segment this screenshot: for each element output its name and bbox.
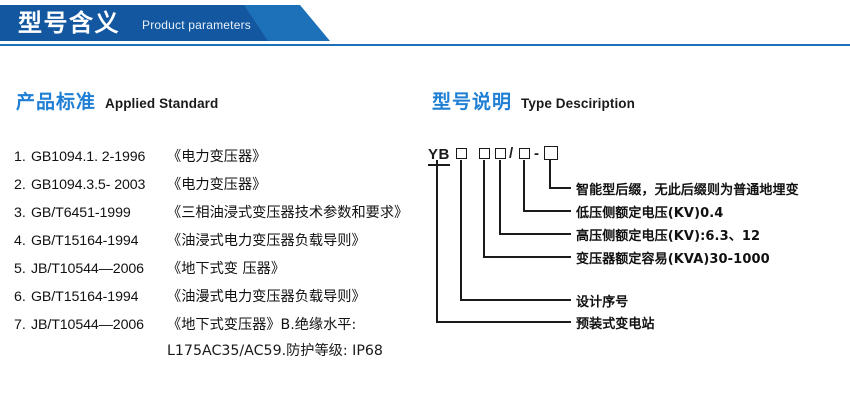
leader-hline-design-serial	[460, 299, 571, 301]
type-label-rated-capacity: 变压器额定容易(KVA)30-1000	[576, 252, 770, 267]
standard-list-item: 6. GB/T15164-1994 《油漫式电力变压器负载导则》	[14, 286, 444, 314]
model-code-slash: /	[509, 145, 514, 162]
standard-title: 《油浸式电力变压器负载导则》	[167, 233, 366, 249]
section-heading-type-en: Type Desciription	[521, 96, 635, 111]
model-code-prefix: YB	[428, 146, 450, 166]
section-heading-standard-en: Applied Standard	[105, 96, 219, 111]
leader-vline-prefab-substation	[436, 160, 438, 323]
leader-vline-lv-voltage	[523, 160, 525, 212]
leader-hline-smart-suffix	[549, 187, 571, 189]
standard-index: 1.	[14, 149, 26, 165]
standard-index: 5.	[14, 261, 26, 277]
model-code-box-4	[519, 148, 530, 159]
standard-code: GB/T15164-1994	[31, 289, 139, 305]
applied-standards-list: 1. GB1094.1. 2-1996 《电力变压器》 2. GB1094.3.…	[14, 146, 444, 342]
section-heading-applied-standard: 产品标准 Applied Standard	[16, 87, 218, 114]
leader-vline-design-serial	[460, 160, 462, 301]
model-code-diagram: YB / - 智能型后缀，无此后缀则为普通地埋变 低压侧额定电压(KV)0.4 …	[424, 140, 850, 340]
standard-title: 《地下式变 压器》	[167, 261, 286, 277]
standard-title: 《地下式变压器》B.绝缘水平:	[167, 317, 357, 333]
header-title-english: Product parameters	[142, 18, 251, 32]
standard-code: JB/T10544—2006	[31, 261, 144, 277]
standard-title: 《电力变压器》	[167, 149, 267, 165]
section-heading-type-cn: 型号说明	[432, 91, 513, 113]
type-label-prefab-substation: 预装式变电站	[576, 317, 655, 332]
standard-index: 7.	[14, 317, 26, 333]
type-label-design-serial: 设计序号	[576, 295, 629, 310]
leader-vline-rated-capacity	[483, 160, 485, 258]
header-underline-rule	[0, 44, 850, 46]
standard-title: 《电力变压器》	[167, 177, 267, 193]
standard-index: 6.	[14, 289, 26, 305]
standard-index: 4.	[14, 233, 26, 249]
standard-list-item: 2. GB1094.3.5- 2003 《电力变压器》	[14, 174, 444, 202]
section-heading-standard-cn: 产品标准	[16, 91, 97, 113]
standard-list-item: 7. JB/T10544—2006 《地下式变压器》B.绝缘水平:	[14, 314, 444, 342]
type-label-smart-suffix: 智能型后缀，无此后缀则为普通地埋变	[576, 183, 799, 198]
header-dark-block	[0, 5, 268, 41]
standard-code: GB1094.1. 2-1996	[31, 149, 146, 165]
standard-code: GB/T6451-1999	[31, 205, 131, 221]
standard-title: 《油漫式电力变压器负载导则》	[167, 289, 366, 305]
header-title-chinese: 型号含义	[18, 9, 120, 37]
leader-hline-lv-voltage	[523, 210, 571, 212]
standard-code: JB/T10544—2006	[31, 317, 144, 333]
standard-code: GB1094.3.5- 2003	[31, 177, 146, 193]
standard-title-continuation: L175AC35/AC59.防护等级: IP68	[167, 343, 383, 359]
leader-hline-prefab-substation	[436, 321, 571, 323]
standard-list-item: 5. JB/T10544—2006 《地下式变 压器》	[14, 258, 444, 286]
model-code-box-3	[495, 148, 506, 159]
model-code-box-1	[456, 148, 467, 159]
type-label-hv-rated-voltage: 高压侧额定电压(KV):6.3、12	[576, 229, 761, 244]
standard-list-item: 4. GB/T15164-1994 《油浸式电力变压器负载导则》	[14, 230, 444, 258]
model-code-box-2	[479, 148, 490, 159]
standard-title: 《三相油浸式变压器技术参数和要求》	[167, 205, 409, 221]
section-heading-type-description: 型号说明 Type Desciription	[432, 87, 635, 114]
leader-vline-hv-voltage	[499, 160, 501, 235]
leader-vline-smart-suffix	[549, 160, 551, 189]
standard-list-item: 1. GB1094.1. 2-1996 《电力变压器》	[14, 146, 444, 174]
standard-index: 2.	[14, 177, 26, 193]
standard-list-item: 3. GB/T6451-1999 《三相油浸式变压器技术参数和要求》	[14, 202, 444, 230]
page-header-banner: 型号含义 Product parameters	[0, 0, 850, 46]
leader-hline-hv-voltage	[499, 233, 571, 235]
type-label-lv-rated-voltage: 低压侧额定电压(KV)0.4	[576, 206, 724, 221]
model-code-box-5	[544, 146, 558, 160]
standard-code: GB/T15164-1994	[31, 233, 139, 249]
leader-hline-rated-capacity	[483, 256, 571, 258]
model-code-dash: -	[534, 145, 539, 162]
standard-index: 3.	[14, 205, 26, 221]
